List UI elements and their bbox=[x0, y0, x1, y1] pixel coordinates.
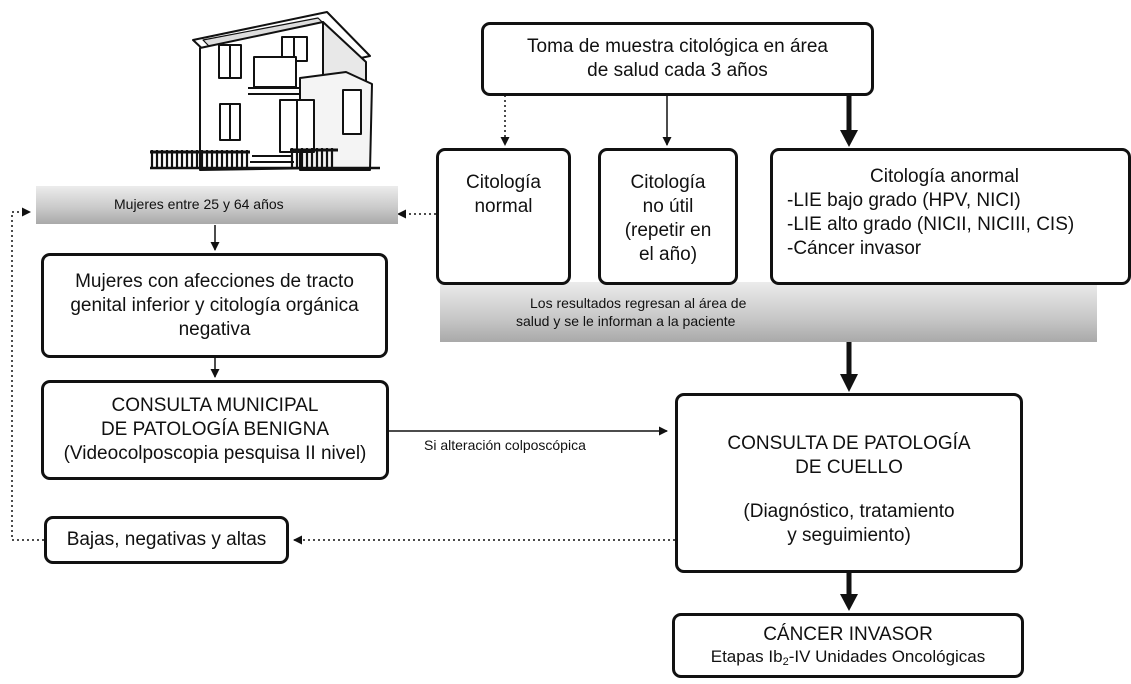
cytology-abnormal-item-3: -Cáncer invasor bbox=[787, 238, 922, 259]
municipal-consult-line-2: DE PATOLOGÍA BENIGNA bbox=[100, 419, 330, 440]
municipal-consult-line-1: CONSULTA MUNICIPAL bbox=[111, 395, 319, 416]
stage-prefix: Etapas Ib bbox=[710, 646, 783, 666]
sample-collection-line-1: Toma de muestra citológica en área bbox=[527, 36, 828, 57]
cytology-not-useful-line-4: el año) bbox=[638, 244, 698, 265]
cytology-normal-box: Citología normal bbox=[436, 148, 571, 285]
cervix-consult-line-1: CONSULTA DE PATOLOGÍA bbox=[727, 433, 971, 454]
cytology-normal-line-1: Citología bbox=[466, 172, 541, 193]
women-conditions-line-3: negativa bbox=[178, 318, 251, 340]
results-band-line-2: salud y se le informan a la paciente bbox=[516, 313, 736, 329]
results-band: Los resultados regresan al área de salud… bbox=[440, 282, 1097, 342]
cytology-abnormal-title: Citología anormal bbox=[870, 166, 1019, 187]
cytology-not-useful-line-3: (repetir en bbox=[624, 220, 712, 241]
cervix-consult-sub-1: (Diagnóstico, tratamiento bbox=[743, 501, 955, 522]
invasive-cancer-box: CÁNCER INVASOR Etapas Ib2-IV Unidades On… bbox=[672, 613, 1024, 678]
cytology-normal-line-2: normal bbox=[474, 196, 533, 217]
stage-subscript: 2 bbox=[782, 655, 789, 668]
discharges-box: Bajas, negativas y altas bbox=[44, 516, 289, 564]
women-conditions-line-1: Mujeres con afecciones de tracto bbox=[75, 270, 354, 292]
fence-pickets-right bbox=[290, 148, 334, 168]
cytology-abnormal-item-1: -LIE bajo grado (HPV, NICI) bbox=[787, 190, 1021, 211]
women-conditions-line-2: genital inferior y citología orgánica bbox=[70, 294, 359, 316]
cytology-not-useful-line-1: Citología bbox=[630, 172, 706, 193]
municipal-consult-line-3: (Videocolposcopia pesquisa II nivel) bbox=[63, 443, 367, 464]
arrowhead-consult bbox=[840, 374, 858, 392]
results-band-line-1: Los resultados regresan al área de bbox=[530, 295, 747, 311]
cytology-abnormal-item-2: -LIE alto grado (NICII, NICIII, CIS) bbox=[787, 214, 1075, 235]
cytology-not-useful-line-2: no útil bbox=[642, 196, 694, 217]
municipal-consult-box: CONSULTA MUNICIPAL DE PATOLOGÍA BENIGNA … bbox=[41, 380, 389, 480]
arrow-discharges-to-women bbox=[11, 207, 44, 541]
women-band-text: Mujeres entre 25 y 64 años bbox=[114, 196, 284, 212]
cervix-consult-sub-2: y seguimiento) bbox=[787, 525, 911, 546]
women-conditions-box: Mujeres con afecciones de tracto genital… bbox=[41, 253, 388, 358]
arrowhead-cancer bbox=[840, 594, 858, 611]
cytology-abnormal-box: Citología anormal -LIE bajo grado (HPV, … bbox=[770, 148, 1131, 285]
sample-collection-line-2: de salud cada 3 años bbox=[587, 60, 768, 81]
house-icon bbox=[150, 11, 380, 171]
discharges-text: Bajas, negativas y altas bbox=[66, 529, 267, 550]
arrowhead-abnormal bbox=[840, 130, 858, 147]
fence-pickets-left bbox=[150, 150, 249, 168]
invasive-cancer-stages: Etapas Ib2-IV Unidades Oncológicas bbox=[711, 646, 986, 668]
cervix-consult-box: CONSULTA DE PATOLOGÍA DE CUELLO (Diagnós… bbox=[675, 393, 1023, 573]
colposcopic-label: Si alteración colposcópica bbox=[424, 437, 586, 453]
cytology-not-useful-box: Citología no útil (repetir en el año) bbox=[598, 148, 738, 285]
women-band: Mujeres entre 25 y 64 años bbox=[36, 186, 398, 224]
stage-suffix: -IV Unidades Oncológicas bbox=[788, 646, 986, 666]
sample-collection-box: Toma de muestra citológica en área de sa… bbox=[481, 22, 874, 96]
cervix-consult-line-2: DE CUELLO bbox=[795, 457, 903, 478]
invasive-cancer-title: CÁNCER INVASOR bbox=[763, 623, 933, 645]
